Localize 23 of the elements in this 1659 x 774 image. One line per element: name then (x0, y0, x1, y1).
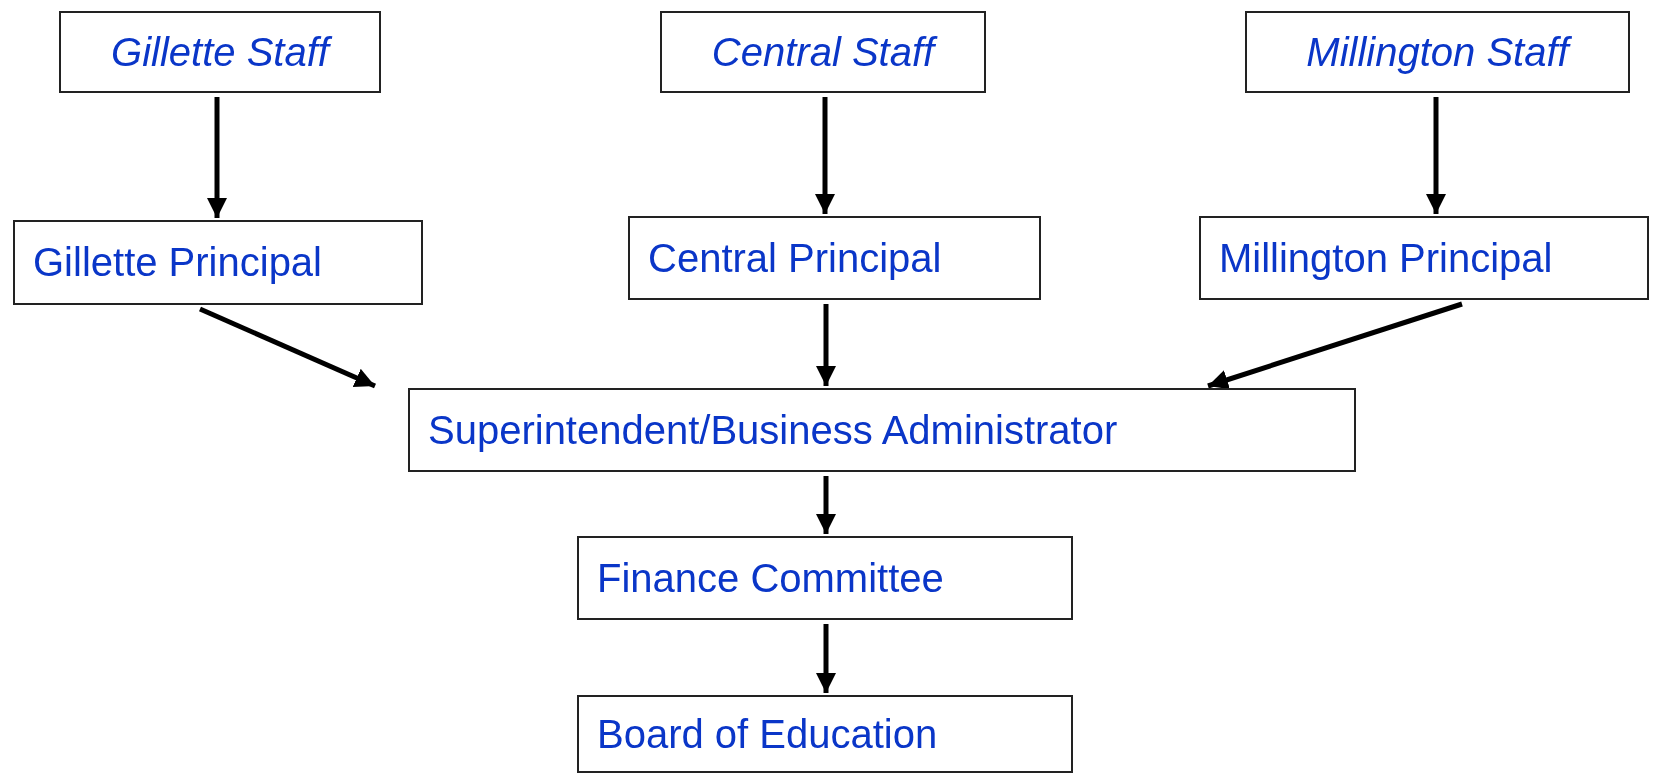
arrow (816, 624, 836, 693)
org-box (1199, 216, 1649, 300)
box-label: Superintendent/Business Administrator (428, 407, 1118, 453)
arrow (1207, 301, 1463, 390)
arrow (816, 304, 836, 386)
arrow (816, 476, 836, 534)
org-box (577, 536, 1073, 620)
arrow (199, 306, 376, 389)
org-box (408, 388, 1356, 472)
org-box (660, 11, 986, 93)
org-box (59, 11, 381, 93)
org-box (577, 695, 1073, 773)
org-box (13, 220, 423, 305)
box-label: Central Principal (648, 235, 942, 281)
box-label: Finance Committee (597, 555, 944, 601)
box-label: Board of Education (597, 711, 938, 757)
arrow (1426, 97, 1446, 214)
box-label: Millington Principal (1219, 235, 1553, 281)
arrow (207, 97, 227, 218)
arrow (815, 97, 835, 214)
org-box (1245, 11, 1630, 93)
org-box (628, 216, 1041, 300)
box-label: Gillette Principal (33, 240, 322, 285)
